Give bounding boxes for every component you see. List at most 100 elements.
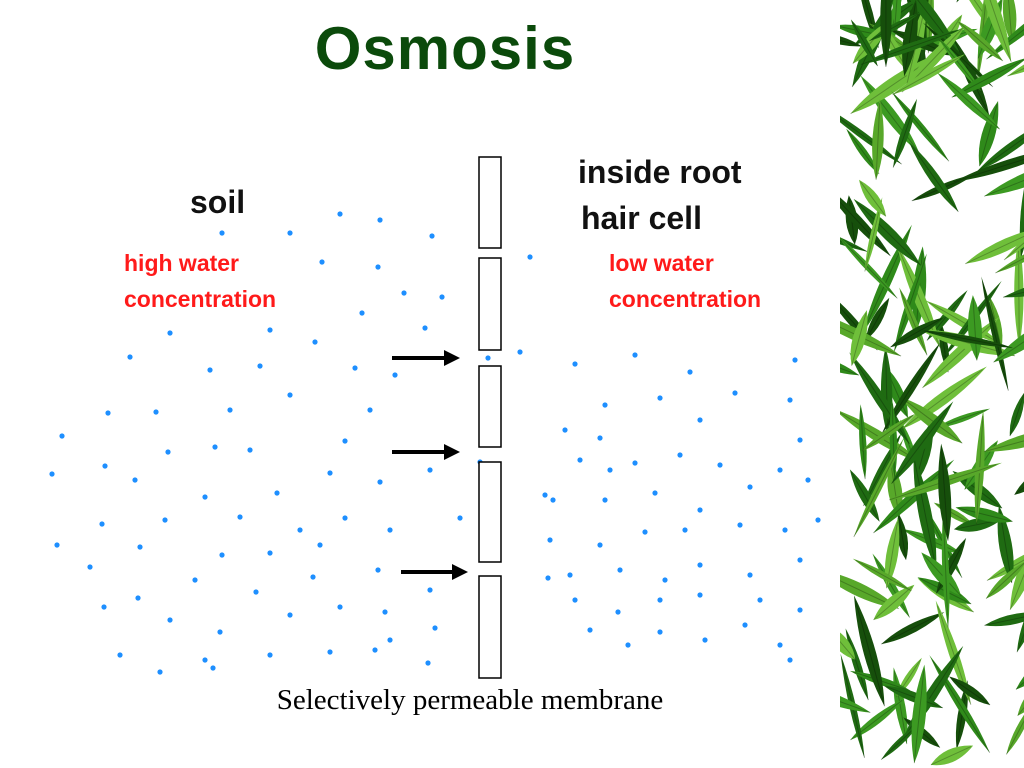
water-molecule-dot [227,407,233,413]
soil-concentration-line1: high water [124,250,240,276]
water-molecule-dot [327,470,333,476]
water-molecule-dot [310,574,316,580]
bamboo-leaf-icon [892,98,917,168]
water-molecule-dot [797,557,803,563]
bamboo-leaf-icon [993,313,1024,363]
bamboo-leaf-icon [849,469,880,522]
bamboo-leaf-icon [853,437,905,538]
membrane-caption: Selectively permeable membrane [276,684,664,716]
water-molecule-dot [387,637,393,643]
water-molecule-dot [422,325,428,331]
water-molecule-dot [587,627,593,633]
bamboo-leaf-icon [850,310,868,366]
water-molecule-dot [597,435,603,441]
water-molecule-dot [132,477,138,483]
water-molecule-dot [657,395,663,401]
bamboo-leaf-icon [850,19,879,67]
bamboo-leaf-icon [930,745,974,766]
water-molecule-dot [287,230,293,236]
water-molecule-dot [792,357,798,363]
bamboo-leaf-icon [840,679,871,714]
bamboo-leaf-icon [892,0,904,26]
water-molecule-dot [797,607,803,613]
water-molecule-dot [217,629,223,635]
water-molecule-dot [425,660,431,666]
water-molecule-dot [267,652,273,658]
water-molecule-dot [457,515,463,521]
water-molecule-dot [87,564,93,570]
water-molecule-dot [607,467,613,473]
bamboo-leaf-icon [964,226,1024,265]
bamboo-leaf-icon [840,623,856,661]
water-molecule-dot [352,365,358,371]
water-molecule-dot [165,449,171,455]
water-molecule-dot [572,361,578,367]
water-molecule-dot [337,604,343,610]
slide-title: Osmosis [314,15,576,82]
bamboo-leaf-icon [1017,675,1024,717]
bamboo-leaf-icon [840,306,902,357]
bamboo-leaf-icon [858,179,887,217]
bamboo-leaf-icon [986,540,1024,581]
water-molecule-dot [210,665,216,671]
water-molecule-dot [542,492,548,498]
water-molecule-dot [253,589,259,595]
membrane-segment [478,461,502,563]
water-molecule-dot [625,642,631,648]
bamboo-leaf-icon [989,296,1003,349]
water-molecule-dot [317,542,323,548]
water-molecule-dot [377,217,383,223]
water-molecule-dot [162,517,168,523]
water-molecule-dot [167,330,173,336]
membrane-segment [478,156,502,249]
right-arrow-icon [392,444,460,460]
water-molecule-dot [219,552,225,558]
water-molecule-dot [687,369,693,375]
water-molecule-dot [377,479,383,485]
water-molecule-dot [135,595,141,601]
water-molecule-dot [439,294,445,300]
water-molecule-dot [697,417,703,423]
cell-concentration-line1: low water [609,250,714,276]
water-molecule-dot [387,527,393,533]
root-cell-label-line1: inside root [578,154,742,190]
water-molecule-dot [652,490,658,496]
bamboo-leaf-icon [1002,274,1024,298]
water-molecule-dot [297,527,303,533]
bamboo-leaf-icon [911,664,927,764]
water-molecule-dot [697,507,703,513]
water-molecule-dot [312,339,318,345]
water-molecule-dot [702,637,708,643]
water-molecule-dot [375,567,381,573]
soil-concentration-line2: concentration [124,286,277,312]
water-molecule-dot [392,372,398,378]
water-molecule-dot [267,550,273,556]
water-molecule-dot [237,514,243,520]
water-molecule-dot [617,567,623,573]
water-molecule-dot [137,544,143,550]
water-molecule-dot [372,647,378,653]
bamboo-leaf-icon [853,198,922,266]
water-molecule-dot [697,592,703,598]
membrane-segment [478,257,502,351]
bamboo-leaves-decoration [840,0,1024,768]
bamboo-leaf-icon [861,413,916,452]
water-molecule-dot [577,457,583,463]
bamboo-leaf-icon [853,595,886,707]
bamboo-leaf-icon [890,317,945,348]
bamboo-leaf-icon [949,676,991,706]
right-arrow-icon [392,350,460,366]
water-molecule-dot [257,363,263,369]
water-molecule-dot [747,572,753,578]
bamboo-leaf-icon [983,155,1024,197]
water-molecule-dot [49,471,55,477]
water-molecule-dot [815,517,821,523]
bamboo-leaf-icon [975,0,1012,63]
water-molecule-dot [737,522,743,528]
bamboo-leaf-icon [1007,36,1024,77]
bamboo-leaf-icon [908,141,959,213]
water-molecule-dot [319,259,325,265]
bamboo-leaf-icon [852,558,912,592]
bamboo-leaf-icon [953,145,1024,183]
water-molecule-dot [207,367,213,373]
